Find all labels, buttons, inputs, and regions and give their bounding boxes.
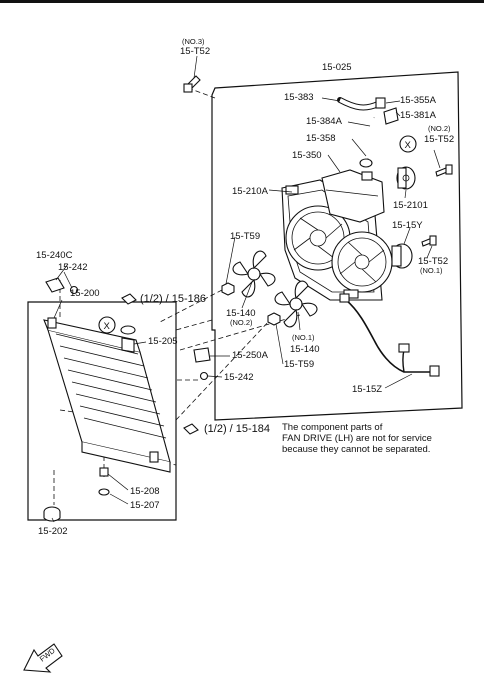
label-t52-no3: 15-T52 bbox=[180, 46, 210, 57]
label-15-208: 15-208 bbox=[130, 486, 160, 497]
bolts bbox=[183, 75, 453, 247]
label-t52-no1-qualifier: (NO.1) bbox=[420, 266, 443, 275]
reservoir-tank bbox=[321, 169, 385, 223]
fan-motor-15y bbox=[391, 243, 413, 269]
part-labels: (NO.3) 15-T52 15-025 15-383 15-355A 15-3… bbox=[36, 37, 454, 537]
label-15-140-no1: 15-140 bbox=[290, 344, 320, 355]
label-ref-15-186: (1/2) / 15-186 bbox=[140, 293, 206, 305]
reservoir-cap bbox=[359, 158, 373, 168]
label-t52-no2: 15-T52 bbox=[424, 134, 454, 145]
label-15-15y: 15-15Y bbox=[392, 220, 423, 231]
mark-x-1-letter: X bbox=[405, 140, 412, 151]
label-t52-no2-qualifier: (NO.2) bbox=[428, 124, 451, 133]
label-15-358: 15-358 bbox=[306, 133, 336, 144]
fan-blade-no2 bbox=[232, 250, 276, 298]
label-15-210a: 15-210A bbox=[232, 186, 269, 197]
label-15-207: 15-207 bbox=[130, 500, 160, 511]
label-15-242-a: 15-242 bbox=[58, 262, 88, 273]
drain-plug bbox=[99, 467, 109, 477]
hose-clamp bbox=[375, 97, 386, 109]
ref-arrow-186 bbox=[121, 293, 137, 305]
nut-t59-a bbox=[221, 282, 235, 296]
label-t59-a: 15-T59 bbox=[230, 231, 260, 242]
note-line-2: FAN DRIVE (LH) are not for service bbox=[282, 433, 432, 444]
label-15-205: 15-205 bbox=[148, 336, 178, 347]
label-15-200: 15-200 bbox=[70, 288, 100, 299]
lower-mount bbox=[43, 506, 61, 522]
label-15-350: 15-350 bbox=[292, 150, 322, 161]
fan-motor bbox=[396, 166, 416, 190]
label-15-140-no1-qualifier: (NO.1) bbox=[292, 333, 315, 342]
label-15-025: 15-025 bbox=[322, 62, 352, 73]
leader-lines bbox=[51, 55, 441, 523]
bracket-381a bbox=[383, 107, 399, 125]
label-15-242-b: 15-242 bbox=[224, 372, 254, 383]
seal-207 bbox=[98, 488, 110, 496]
fwd-arrow: FWD bbox=[23, 643, 63, 673]
cushion-242-a bbox=[69, 285, 79, 295]
radiator bbox=[43, 317, 171, 473]
label-15-383: 15-383 bbox=[284, 92, 314, 103]
radiator-cap bbox=[120, 325, 136, 335]
mark-x-1 bbox=[399, 135, 417, 153]
service-note: The component parts of FAN DRIVE (LH) ar… bbox=[282, 422, 432, 455]
label-ref-15-184: (1/2) / 15-184 bbox=[204, 423, 270, 435]
mark-x-2 bbox=[98, 316, 116, 334]
label-15-140-no2-qualifier: (NO.2) bbox=[230, 318, 253, 327]
wire-harness bbox=[345, 299, 432, 373]
mark-x-2-letter: X bbox=[104, 321, 111, 332]
label-15-250a: 15-250A bbox=[232, 350, 269, 361]
cushion-242-b bbox=[199, 371, 209, 381]
label-15-355a: 15-355A bbox=[400, 95, 437, 106]
fan-blade-no1 bbox=[274, 280, 318, 328]
label-t52-no1: 15-T52 bbox=[418, 256, 448, 267]
label-15-202: 15-202 bbox=[38, 526, 68, 537]
label-15-2101: 15-2101 bbox=[393, 200, 428, 211]
note-line-1: The component parts of bbox=[282, 422, 383, 433]
label-t52-no3-qualifier: (NO.3) bbox=[182, 37, 205, 46]
bracket-240c bbox=[45, 277, 65, 293]
ref-arrow-184 bbox=[183, 423, 199, 435]
label-15-15z: 15-15Z bbox=[352, 384, 382, 395]
note-line-3: because they cannot be separated. bbox=[282, 444, 430, 455]
fan-assembly-frame bbox=[211, 71, 463, 421]
label-15-381a: 15-381A bbox=[400, 110, 437, 121]
nut-t59-b bbox=[267, 312, 281, 326]
label-15-140-no2: 15-140 bbox=[226, 308, 256, 319]
bracket-250a bbox=[193, 347, 211, 363]
radiator-filler-neck bbox=[121, 337, 135, 353]
label-t59-b: 15-T59 bbox=[284, 359, 314, 370]
label-15-384a: 15-384A bbox=[306, 116, 343, 127]
label-15-240c: 15-240C bbox=[36, 250, 73, 261]
